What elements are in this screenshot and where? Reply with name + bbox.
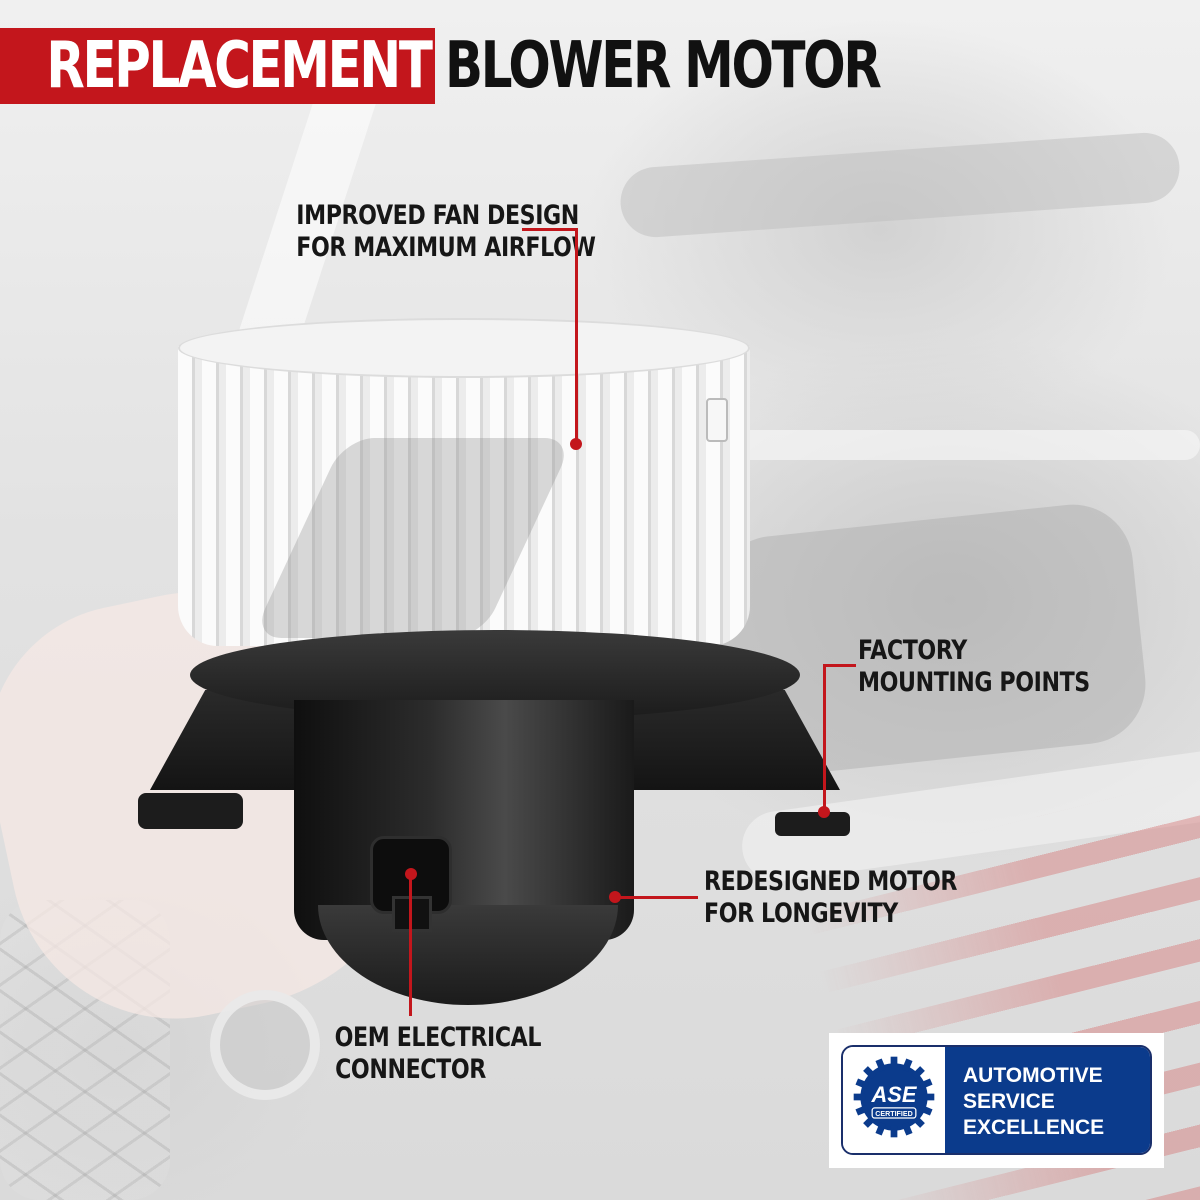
callout-mounting-line2: MOUNTING POINTS <box>858 667 1090 698</box>
ase-text-panel: AUTOMOTIVE SERVICE EXCELLENCE <box>945 1047 1150 1153</box>
ase-gear-icon: ASE CERTIFIED <box>852 1055 936 1139</box>
fan-top-ring <box>178 318 750 378</box>
fan-clip <box>706 398 728 442</box>
ase-emblem: ASE CERTIFIED <box>843 1047 945 1153</box>
callout-fan-dot <box>570 438 582 450</box>
connector-latch <box>392 896 432 932</box>
motor-housing-icon <box>294 700 634 940</box>
callout-fan-line1: IMPROVED FAN DESIGN <box>296 200 579 231</box>
callout-connector-leader <box>409 876 412 1016</box>
callout-redesigned-motor: REDESIGNED MOTOR FOR LONGEVITY <box>704 866 957 930</box>
svg-text:ASE: ASE <box>871 1082 918 1107</box>
callout-motor-leader <box>616 896 698 899</box>
callout-connector-line2: CONNECTOR <box>335 1054 486 1085</box>
callout-motor-line2: FOR LONGEVITY <box>704 898 898 929</box>
bg-highlight-bar <box>720 430 1200 460</box>
mounting-tab-right <box>775 812 850 836</box>
title-rest: BLOWER MOTOR <box>445 29 882 103</box>
callout-fan-design: IMPROVED FAN DESIGN FOR MAXIMUM AIRFLOW <box>296 200 596 264</box>
svg-text:CERTIFIED: CERTIFIED <box>875 1110 913 1118</box>
ase-line1: AUTOMOTIVE <box>963 1064 1103 1087</box>
callout-motor-dot <box>609 891 621 903</box>
callout-mounting-leader-v <box>823 664 826 810</box>
fan-cage-icon <box>178 318 750 648</box>
ase-certified-badge: ASE CERTIFIED AUTOMOTIVE SERVICE EXCELLE… <box>829 1033 1164 1168</box>
callout-mounting-dot <box>818 806 830 818</box>
fan-blades <box>178 346 750 646</box>
callout-fan-leader-h <box>522 228 577 231</box>
callout-motor-line1: REDESIGNED MOTOR <box>704 866 958 897</box>
callout-mounting-line1: FACTORY <box>858 635 967 666</box>
ase-badge-frame: ASE CERTIFIED AUTOMOTIVE SERVICE EXCELLE… <box>841 1045 1152 1155</box>
callout-mounting-leader-h <box>823 664 856 667</box>
mounting-tab-left <box>138 793 243 829</box>
page-title: REPLACEMENT BLOWER MOTOR <box>0 28 1002 104</box>
callout-connector-dot <box>405 868 417 880</box>
callout-oem-connector: OEM ELECTRICAL CONNECTOR <box>334 1022 542 1086</box>
bg-engine-cover <box>618 130 1182 240</box>
callout-fan-line2: FOR MAXIMUM AIRFLOW <box>296 232 596 263</box>
title-highlight: REPLACEMENT <box>46 29 434 103</box>
bg-wrench-socket <box>210 990 320 1100</box>
callout-mounting-points: FACTORY MOUNTING POINTS <box>858 635 1090 699</box>
callout-connector-line1: OEM ELECTRICAL <box>334 1022 542 1053</box>
title-highlight-box: REPLACEMENT <box>0 28 435 104</box>
ase-line3: EXCELLENCE <box>963 1116 1105 1139</box>
ase-line2: SERVICE <box>963 1090 1055 1113</box>
callout-fan-leader-v <box>575 228 578 443</box>
